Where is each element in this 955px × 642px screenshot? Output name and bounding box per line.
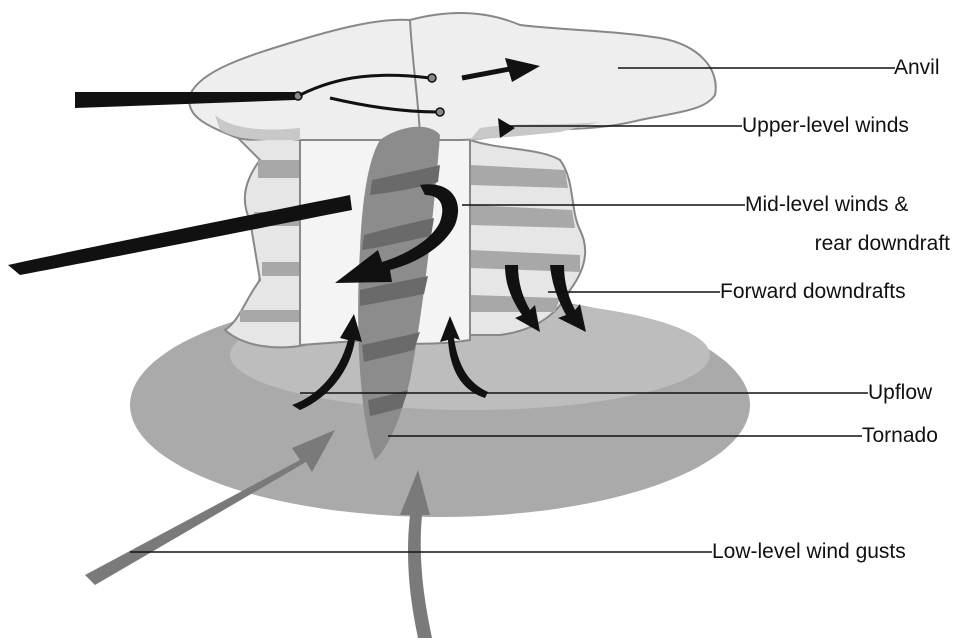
label-rear-downdraft: rear downdraft bbox=[780, 232, 950, 256]
label-mid-level-winds: Mid-level winds & bbox=[745, 193, 908, 217]
label-low-level-wind-gusts: Low-level wind gusts bbox=[712, 540, 906, 564]
label-tornado: Tornado bbox=[862, 424, 938, 448]
label-upflow: Upflow bbox=[868, 381, 932, 405]
cloud-column-left bbox=[225, 130, 305, 347]
label-anvil: Anvil bbox=[894, 56, 940, 80]
label-upper-level-winds: Upper-level winds bbox=[742, 114, 909, 138]
label-forward-downdrafts: Forward downdrafts bbox=[720, 280, 906, 304]
anvil-cloud bbox=[189, 13, 716, 140]
